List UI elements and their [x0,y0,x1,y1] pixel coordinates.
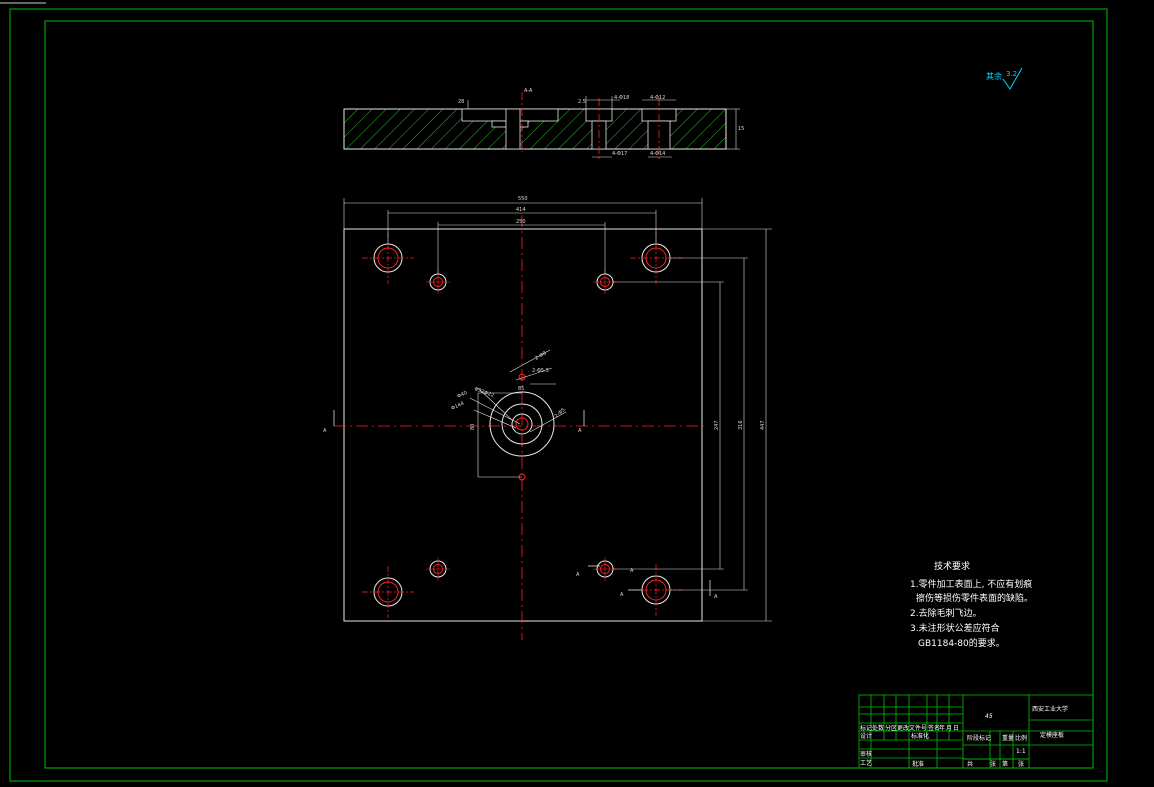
roughness-value: 3.2 [1006,70,1017,78]
roughness-symbol [1002,67,1023,90]
tb-row-review: 审核 [860,750,872,758]
plan-dim-hole-e: Φ32Φ22 [473,386,494,399]
title-block [858,694,1094,769]
tb-rev-h3: 更改文件号 [897,724,927,732]
tb-row-process: 工艺 [860,759,872,767]
section-marker-left: A [323,428,327,434]
tb-scale: 1:1 [1016,748,1026,755]
section-marker-br2: A [620,592,624,598]
section-view [343,92,740,160]
tb-rev-h0: 标记 [860,724,872,732]
central-boss [469,349,567,481]
section-dim-top-right: 4-Φ12 [650,95,665,101]
tech-req-title: 技术要求 [934,560,970,572]
plan-dim-hole-f: 2-Φ5 [553,407,566,419]
plan-dim-width-inner: 250 [516,219,526,225]
tb-std: 标准化 [911,732,929,740]
tb-rev-h5: 年 [939,724,945,732]
tech-req-line-3: 2.去除毛刺飞边。 [910,607,982,619]
tb-sheet-1: 张 [990,760,996,768]
small-hole-bl [426,557,450,581]
plan-view [333,198,772,640]
inner-border [44,20,1094,769]
section-dim-left-step: 28 [458,99,464,105]
plan-dim-center-box: 85 [518,386,524,392]
tb-material: 45 [985,713,993,720]
tb-row-design: 设计 [860,732,872,740]
tb-stage-h1: 重量 [1002,734,1014,742]
plan-dim-width-mid: 414 [516,207,526,213]
plan-dim-center-box-v: 80 [470,424,476,430]
plan-dim-height-inner: 247 [714,420,720,430]
section-marker-bl: A [576,572,580,578]
section-dim-left-small: 2.5 [578,99,586,105]
tb-stage-h0: 阶段标记 [967,734,991,742]
plan-dim-height-total: 447 [760,420,766,430]
tb-rev-h4: 签名 [928,724,940,732]
section-marker-br1: A [630,568,634,574]
tb-rev-h1: 处数 [872,724,884,732]
dimension-lines [333,198,772,622]
section-dim-thickness: 15 [738,126,744,132]
tech-req-line-2: 擦伤等损伤零件表面的缺陷。 [916,592,1033,604]
section-dim-bottom-left: 4-Φ17 [612,151,627,157]
tb-part-name: 定模座板 [1040,731,1064,739]
section-dim-top-left: 4-Φ18 [614,95,629,101]
section-dim-bottom-right: 4-Φ14 [650,151,665,157]
tb-rev-h7: 日 [953,725,959,732]
plan-dim-hole-c: Φ40 [456,390,468,400]
tech-req-line-4: 3.未注形状公差应符合 [910,622,1000,634]
outer-border [9,8,1108,782]
tb-sheet-2: 第 [1002,760,1008,768]
plan-dim-hole-b: 2-Φ5.5 [532,368,549,374]
tb-rev-h2: 分区 [885,724,897,732]
tb-stage-h2: 比例 [1015,734,1027,742]
large-hole-bl [362,566,414,618]
section-label: A-A [524,88,533,94]
tb-school: 西安工业大学 [1032,705,1068,713]
section-marker-right: A [578,428,582,434]
plan-dim-hole-d: Φ144 [450,401,465,412]
section-marker-br3: A [714,594,718,600]
tech-req-line-5: GB1184-80的要求。 [918,637,1005,649]
tb-rev-h6: 月 [946,725,952,732]
tb-sheet-3: 张 [1018,760,1024,768]
tech-req-line-1: 1.零件加工表面上, 不应有划痕 [910,578,1032,590]
tb-sheet-0: 共 [967,760,973,768]
roughness-label: 其余 [986,71,1002,81]
plan-dim-height-mid: 316 [738,420,744,430]
tb-approve: 批准 [912,760,924,768]
plan-dim-hole-a: 2-Φ8 [534,350,547,361]
plan-dim-width-total: 550 [518,196,528,202]
